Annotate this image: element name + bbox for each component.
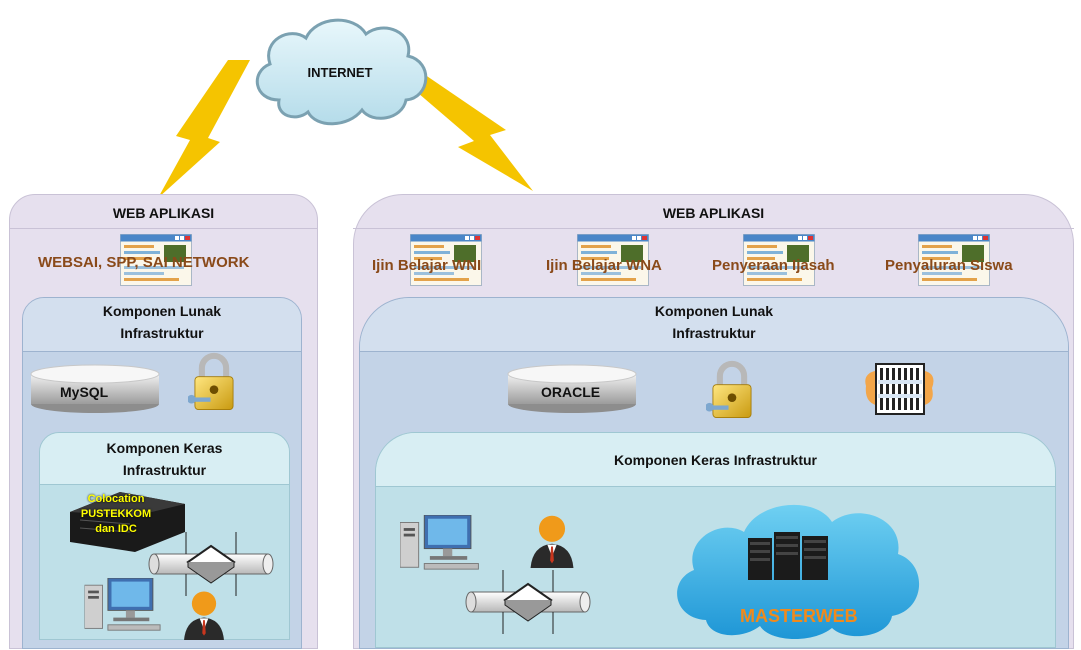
colocation-label-line3: dan IDC <box>95 523 137 535</box>
padlock-icon <box>188 350 240 412</box>
right-title-divider <box>353 228 1074 229</box>
padlock-icon <box>706 358 758 420</box>
right-lunak-title-line2: Infrastruktur <box>672 325 756 341</box>
right-lunak-header <box>360 298 1068 352</box>
mysql-label: MySQL <box>60 384 109 400</box>
network-switch-icon <box>463 562 593 642</box>
left-keras-title-line2: Infrastruktur <box>122 462 207 478</box>
left-keras-header <box>40 433 289 485</box>
left-title-divider <box>9 228 318 229</box>
right-keras-header <box>376 433 1055 487</box>
left-keras-title-line1: Komponen Keras <box>106 440 223 456</box>
right-lunak-title-line1: Komponen Lunak <box>654 303 774 319</box>
firewall-icon <box>865 363 934 415</box>
right-keras-title: Komponen Keras Infrastruktur <box>613 452 818 468</box>
colocation-label-line1: Colocation <box>87 493 145 505</box>
left-lunak-header <box>23 298 301 352</box>
oracle-label: ORACLE <box>541 384 601 400</box>
colocation-label-line2: PUSTEKKOM <box>80 508 152 520</box>
right-panel-title: WEB APLIKASI <box>662 205 765 221</box>
app-label-websai: WEBSAI, SPP, SAI NETWORK <box>38 254 250 271</box>
server-rack-icon-colocation <box>70 492 185 552</box>
app-label-ijin-wni: Ijin Belajar WNI <box>372 257 482 274</box>
app-label-penyaluran: Penyaluran Siswa <box>885 257 1013 274</box>
app-label-ijasah: Penyeraan Ijasah <box>712 257 835 274</box>
left-panel-title: WEB APLIKASI <box>112 205 215 221</box>
left-lunak-title-line2: Infrastruktur <box>120 325 204 341</box>
left-lunak-title-line1: Komponen Lunak <box>102 303 222 319</box>
server-rack-icon-masterweb <box>748 532 828 580</box>
cloud-icon <box>255 18 428 126</box>
internet-label: INTERNET <box>307 65 373 80</box>
user-icon <box>528 512 576 568</box>
lightning-icon-right <box>418 70 533 191</box>
user-icon <box>182 588 226 640</box>
desktop-computer-icon <box>84 578 166 632</box>
lightning-icon-left <box>158 60 250 198</box>
masterweb-label: MASTERWEB <box>740 606 858 626</box>
app-label-ijin-wna: Ijin Belajar WNA <box>546 257 662 274</box>
